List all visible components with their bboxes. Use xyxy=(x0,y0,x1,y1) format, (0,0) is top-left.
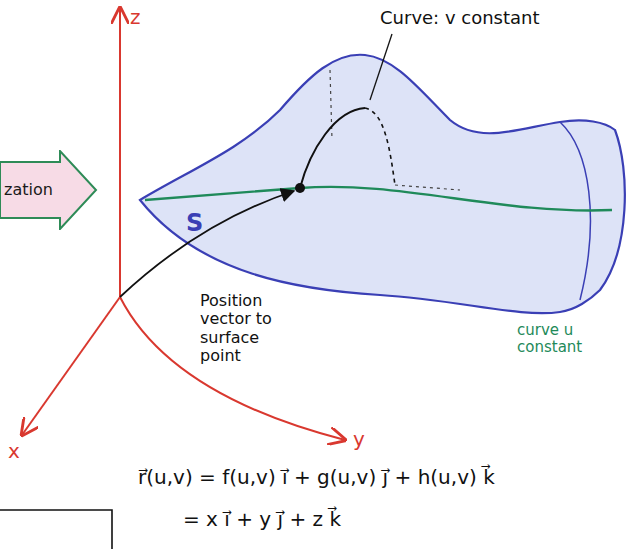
curve-label: curve u constant xyxy=(517,322,622,357)
leader-line xyxy=(370,34,392,100)
hidden-line xyxy=(365,108,395,185)
node-text: zation xyxy=(4,180,53,199)
position-vector xyxy=(120,191,294,297)
u-constant-curve xyxy=(145,187,612,211)
box-fragment xyxy=(0,510,112,549)
arrow-shape: zation xyxy=(0,150,98,230)
x-axis xyxy=(22,297,120,435)
vector-label: Position vector to surface point xyxy=(200,292,288,366)
arrow-outline xyxy=(0,151,96,229)
v-constant-curve xyxy=(300,108,365,188)
equation: = x i⃗ + y j⃗ + z k⃗ xyxy=(183,504,341,534)
axis-label: z xyxy=(130,6,141,29)
curve-label: Curve: v constant xyxy=(380,8,540,29)
hidden-line xyxy=(330,70,332,140)
z-axis xyxy=(119,8,121,297)
equation: r⃗(u,v) = f(u,v) i⃗ + g(u,v) j⃗ + h(u,v)… xyxy=(138,462,495,492)
surface-patch xyxy=(140,55,625,313)
hidden-line xyxy=(395,185,460,190)
axis-label: y xyxy=(353,428,365,451)
surface-point xyxy=(295,183,305,193)
axis-label: x xyxy=(8,440,20,463)
surface-label: S xyxy=(186,210,203,238)
